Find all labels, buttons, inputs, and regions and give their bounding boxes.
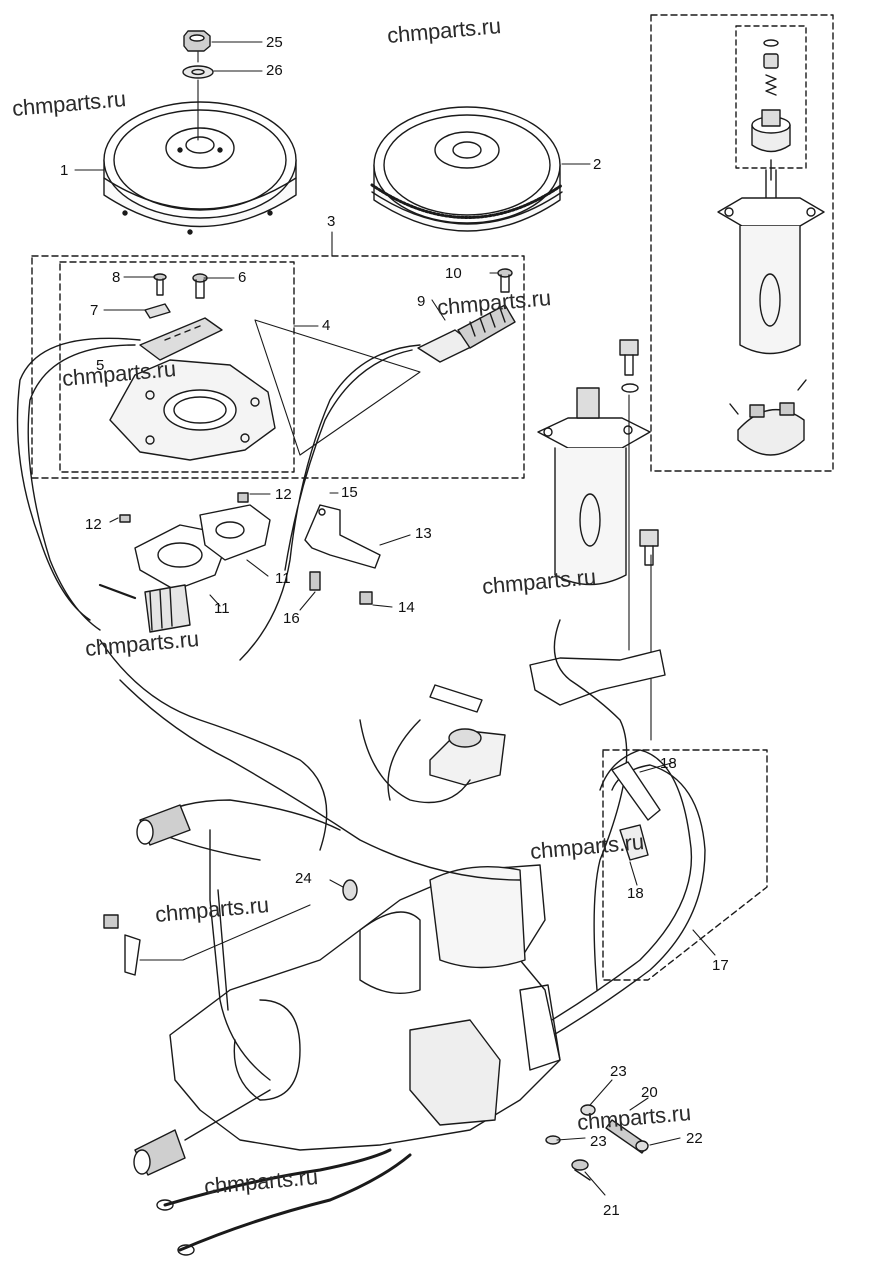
callout-11b: 11: [214, 600, 230, 617]
starter-motor: [537, 387, 651, 586]
callout-23a: 23: [610, 1063, 627, 1080]
bracket-part-13: [304, 504, 381, 569]
pulser-wire-harness: [239, 344, 421, 661]
callout-9: 9: [417, 293, 426, 310]
flywheel-nut-part-25: [183, 30, 211, 52]
callout-5: 5: [96, 357, 105, 374]
washer-part-23a: [580, 1104, 596, 1116]
stator-assembly-box-3: [31, 255, 525, 479]
callout-4: 4: [322, 317, 331, 334]
callout-8: 8: [112, 269, 121, 286]
pulser-coil-part-9: [417, 304, 516, 363]
screw-part-12b: [237, 492, 249, 503]
leader-lines: [254, 319, 421, 456]
starter-relay: [429, 684, 506, 786]
flywheel-part-1: [103, 101, 297, 235]
callout-13: 13: [415, 525, 432, 542]
callout-26: 26: [266, 62, 283, 79]
callout-16: 16: [283, 610, 300, 627]
clip-part-7: [144, 303, 171, 319]
callout-1: 1: [60, 162, 69, 179]
callout-2: 2: [593, 156, 602, 173]
callout-15: 15: [341, 484, 358, 501]
mounting-plate-part-11: [134, 504, 271, 591]
screw-part-8: [153, 273, 167, 296]
cable-group-box-17: [602, 749, 768, 981]
callout-25: 25: [266, 34, 283, 51]
bolt-lower-starter: [639, 529, 659, 566]
callout-14: 14: [398, 599, 415, 616]
stator-base-plate: [109, 359, 276, 461]
terminal-ring-a: [156, 1199, 174, 1211]
stator-sub-box-4: [59, 261, 295, 473]
collar-part-22: [635, 1140, 649, 1152]
bolt-part-21: [571, 1159, 591, 1181]
screw-part-12a: [119, 514, 131, 523]
callout-6: 6: [238, 269, 247, 286]
battery-leads-lower: [163, 1148, 412, 1252]
grommet-part-24: [342, 879, 358, 901]
terminal-ring-b: [177, 1244, 195, 1256]
callout-3: 3: [327, 213, 336, 230]
starter-lead-wire: [553, 619, 628, 991]
callout-17: 17: [712, 957, 729, 974]
charge-coil-part-5: [139, 317, 223, 361]
screw-part-16: [309, 571, 321, 591]
callout-22: 22: [686, 1130, 703, 1147]
cable-end-part-18: [611, 761, 661, 861]
callout-12b: 12: [275, 486, 292, 503]
callout-11a: 11: [275, 570, 291, 587]
relay-wires: [359, 719, 471, 804]
ground-terminal: [103, 914, 141, 976]
stator-wire-harness: [16, 337, 141, 631]
flywheel-washer-part-26: [182, 65, 214, 79]
callout-10: 10: [445, 265, 462, 282]
callout-12a: 12: [85, 516, 102, 533]
callout-23b: 23: [590, 1133, 607, 1150]
callout-18b: 18: [627, 885, 644, 902]
flywheel-part-2: [370, 106, 564, 232]
bolt-top-starter: [619, 339, 639, 393]
callout-leaders: [74, 41, 716, 1196]
starter-bracket: [529, 649, 666, 706]
screw-part-14: [359, 591, 373, 605]
ground-leader-line: [139, 904, 311, 961]
callout-20: 20: [641, 1084, 658, 1101]
callout-18a: 18: [660, 755, 677, 772]
starter-bolt-axis: [628, 394, 652, 741]
starter-detail-box: [650, 14, 834, 472]
connector-plug-middle: [136, 804, 191, 846]
callout-24: 24: [295, 870, 312, 887]
connector-plug-lower: [133, 1089, 271, 1176]
callout-21: 21: [603, 1202, 620, 1219]
callout-7: 7: [90, 302, 99, 319]
main-wire-harness: [99, 639, 521, 1081]
rectifier-unit: [98, 583, 191, 633]
